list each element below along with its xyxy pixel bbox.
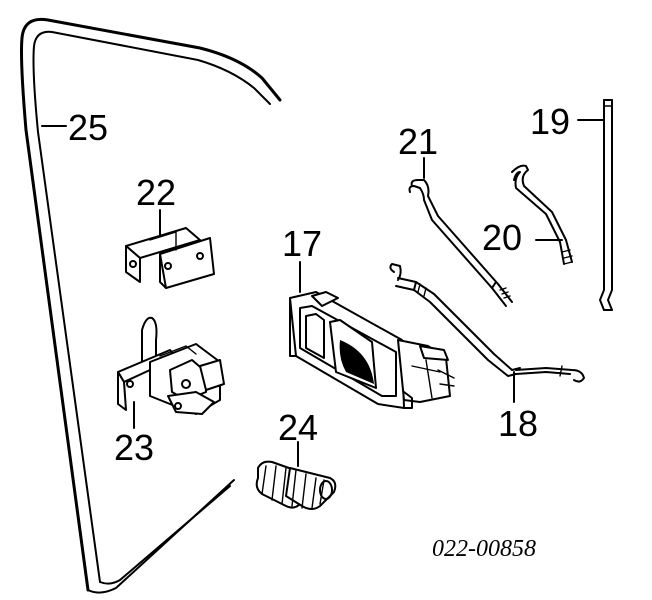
part-22-bracket	[125, 209, 215, 289]
callout-24: 24	[278, 407, 318, 448]
callout-22: 22	[136, 172, 176, 213]
part-20-rod	[511, 164, 573, 265]
callout-18: 18	[498, 403, 538, 444]
part-24-bushing	[255, 441, 337, 510]
callout-17: 17	[282, 223, 322, 264]
part-25-weatherstrip	[20, 17, 282, 594]
part-18-cable	[389, 263, 585, 403]
callout-19: 19	[530, 101, 570, 142]
callout-23: 23	[114, 427, 154, 468]
part-17-handle	[289, 261, 455, 409]
part-19-rod	[577, 99, 613, 311]
callout-21: 21	[398, 121, 438, 162]
callout-20: 20	[482, 217, 522, 258]
diagram-code: 022-00858	[432, 536, 536, 562]
part-23-latch	[117, 316, 225, 429]
callout-25: 25	[68, 107, 108, 148]
part-21-rod	[408, 157, 513, 307]
